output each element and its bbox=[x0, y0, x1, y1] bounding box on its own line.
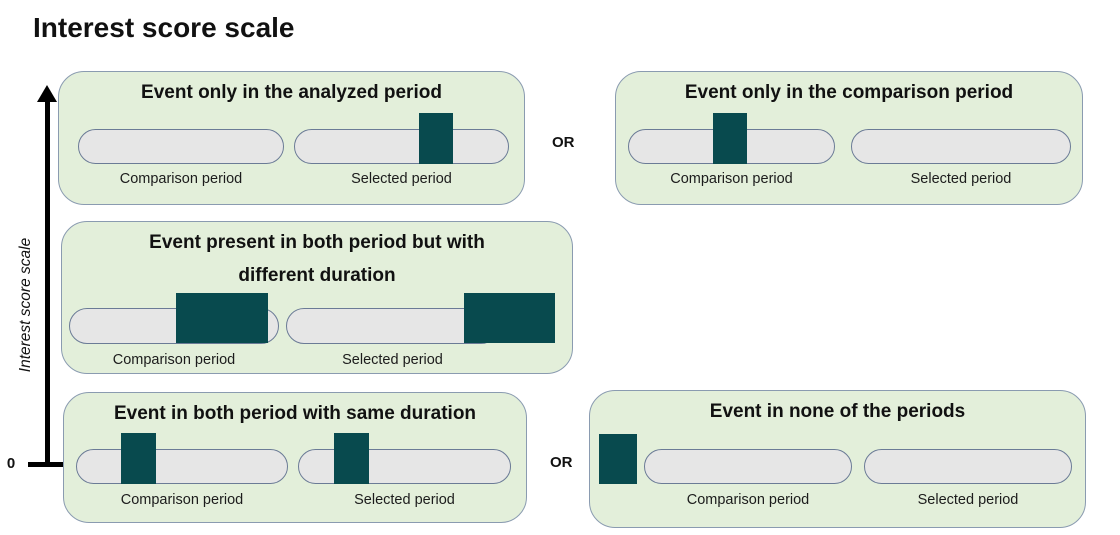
selected-period-pill bbox=[298, 449, 511, 484]
selected-period-pill bbox=[294, 129, 509, 164]
event-marker bbox=[176, 293, 268, 343]
card-title: Event present in both period but with di… bbox=[149, 232, 485, 287]
card-title: Event in both period with same duration bbox=[113, 403, 477, 424]
axis-label: Interest score scale bbox=[17, 237, 34, 373]
card-title: Event only in the analyzed period bbox=[141, 82, 442, 103]
page-title: Interest score scale bbox=[33, 12, 295, 43]
comparison-period-pill bbox=[644, 449, 852, 484]
card-event-different-duration: Event present in both period but with di… bbox=[61, 221, 573, 374]
event-marker bbox=[121, 433, 156, 484]
comparison-period-label: Comparison period bbox=[119, 171, 243, 187]
event-marker bbox=[419, 113, 453, 164]
event-marker bbox=[713, 113, 747, 164]
event-marker bbox=[464, 293, 555, 343]
comparison-period-label: Comparison period bbox=[120, 492, 244, 508]
axis-arrowhead-icon bbox=[37, 85, 57, 102]
selected-period-label: Selected period bbox=[910, 171, 1012, 187]
comparison-period-label: Comparison period bbox=[670, 171, 793, 187]
selected-period-label: Selected period bbox=[351, 171, 452, 187]
comparison-period-label: Comparison period bbox=[112, 352, 236, 368]
event-marker bbox=[334, 433, 369, 484]
card-event-same-duration: Event in both period with same duration … bbox=[63, 392, 527, 523]
event-marker bbox=[599, 434, 637, 484]
selected-period-label: Selected period bbox=[342, 352, 443, 368]
comparison-period-label: Comparison period bbox=[686, 492, 810, 508]
selected-period-pill bbox=[286, 308, 499, 344]
card-event-only-comparison: Event only in the comparison period Comp… bbox=[615, 71, 1083, 205]
axis-zero-label: 0 bbox=[6, 455, 16, 472]
comparison-period-pill bbox=[78, 129, 284, 164]
axis-zero-tick bbox=[28, 462, 72, 467]
comparison-period-pill bbox=[76, 449, 288, 484]
card-event-none: Event in none of the periods Comparison … bbox=[589, 390, 1086, 528]
card-event-only-analyzed: Event only in the analyzed period Compar… bbox=[58, 71, 525, 205]
or-label: OR bbox=[552, 134, 575, 151]
axis-line bbox=[45, 100, 50, 467]
selected-period-pill bbox=[864, 449, 1072, 484]
selected-period-pill bbox=[851, 129, 1071, 164]
card-title: Event only in the comparison period bbox=[684, 82, 1014, 103]
or-label: OR bbox=[550, 454, 573, 471]
selected-period-label: Selected period bbox=[354, 492, 455, 508]
card-title: Event in none of the periods bbox=[709, 401, 966, 422]
selected-period-label: Selected period bbox=[917, 492, 1019, 508]
